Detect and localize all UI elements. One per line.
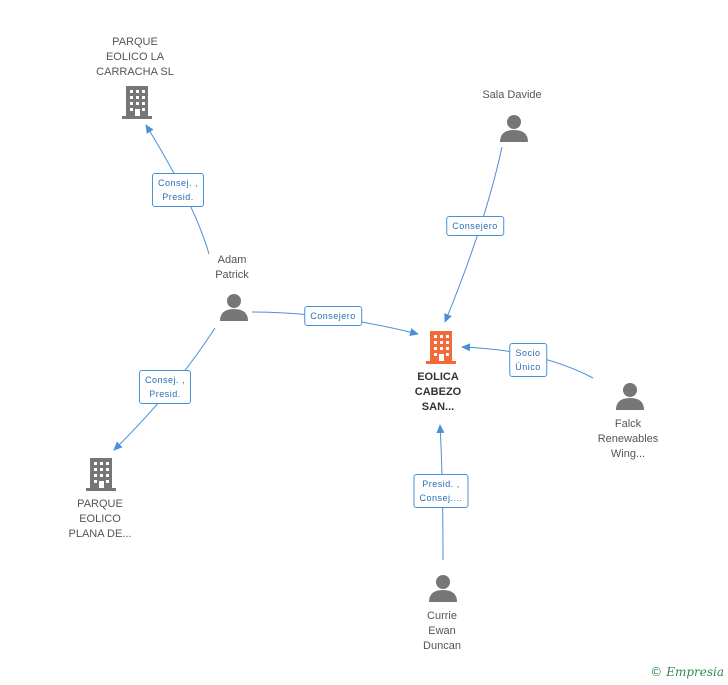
edge-label-currie-to-eolica[interactable]: Presid. , Consej.... [413, 474, 469, 508]
node-label-falck[interactable]: Falck Renewables Wing... [597, 418, 659, 460]
building-icon[interactable] [86, 458, 116, 491]
node-label-adam-patrick[interactable]: Adam Patrick [215, 254, 249, 281]
node-label-sala-davide[interactable]: Sala Davide [482, 89, 542, 101]
copyright-icon: © [650, 665, 663, 679]
edge-label-adam-to-carracha[interactable]: Consej. , Presid. [151, 173, 205, 207]
person-icon[interactable] [500, 115, 528, 142]
building-icon[interactable] [426, 331, 456, 364]
node-label-parque-plana[interactable]: PARQUE EOLICO PLANA DE... [68, 498, 132, 540]
brand-logo: Empresia [666, 665, 724, 679]
node-label-eolica[interactable]: EOLICA CABEZO SAN... [414, 371, 462, 413]
person-icon[interactable] [616, 383, 644, 410]
building-icon[interactable] [122, 86, 152, 119]
node-label-currie[interactable]: Currie Ewan Duncan [423, 610, 461, 652]
edge-label-sala-to-eolica[interactable]: Consejero [446, 216, 504, 236]
person-icon[interactable] [429, 575, 457, 602]
edge-label-falck-to-eolica[interactable]: Socio Único [509, 343, 547, 377]
node-label-parque-carracha[interactable]: PARQUE EOLICO LA CARRACHA SL [96, 36, 174, 78]
edge-label-adam-to-plana[interactable]: Consej. , Presid. [138, 370, 192, 404]
edge-label-adam-to-eolica[interactable]: Consejero [304, 306, 362, 326]
footer-branding: ©Empresia [650, 665, 724, 679]
person-icon[interactable] [220, 294, 248, 321]
